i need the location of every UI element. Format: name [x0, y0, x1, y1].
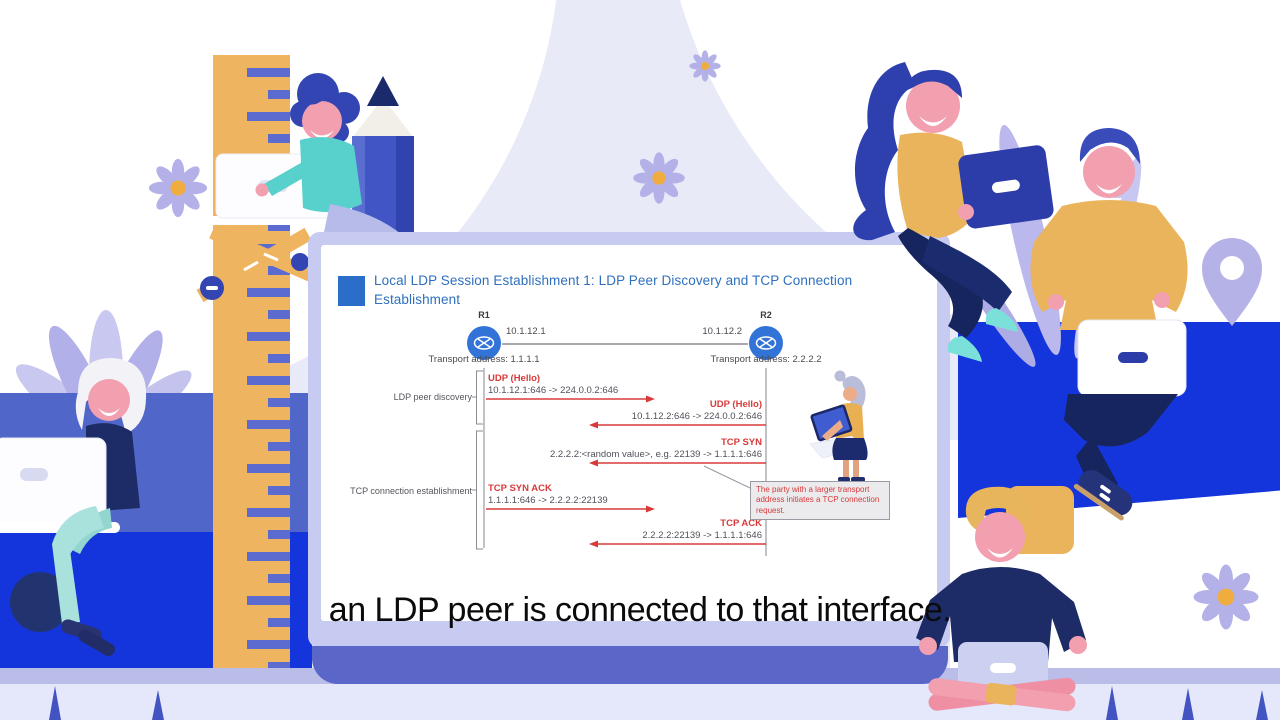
subtitle-caption: an LDP peer is connected to that interfa…	[328, 591, 952, 629]
router-icon	[467, 326, 501, 360]
grass-icon	[49, 686, 1268, 720]
sequence-diagram	[467, 326, 868, 556]
phase-ldp-peer-discovery: LDP peer discovery	[393, 392, 472, 402]
laptop-icon	[1077, 319, 1187, 397]
title-bullet	[338, 276, 365, 306]
laptop-icon	[958, 642, 1048, 696]
monitor-base	[312, 646, 948, 684]
illustration-person-bottom-center	[916, 486, 1087, 712]
message-udp-hello-1-name: UDP (Hello)	[488, 373, 541, 384]
illustration-woman-top-right	[853, 62, 1054, 362]
message-tcp-syn-ack-name: TCP SYN ACK	[488, 483, 552, 494]
message-tcp-syn-detail: 2.2.2.2:<random value>, e.g. 22139 -> 1.…	[549, 449, 762, 460]
router-icon	[749, 326, 783, 360]
r1-transport-address: Transport address: 1.1.1.1	[428, 354, 540, 365]
illustration-woman-in-slide	[809, 370, 868, 482]
message-tcp-ack-detail: 2.2.2.2:22139 -> 1.1.1.1:646	[642, 530, 762, 541]
router-r1-label: R1	[478, 310, 490, 320]
note-callout: The party with a larger transport addres…	[750, 481, 890, 521]
message-udp-hello-1-detail: 10.1.12.1:646 -> 224.0.0.2:646	[488, 385, 619, 396]
phase-tcp-connection-establishment: TCP connection establishment	[350, 486, 472, 496]
illustration-man-top-right	[1030, 128, 1188, 521]
r2-interface-ip: 10.1.12.2	[702, 326, 742, 337]
r1-interface-ip: 10.1.12.1	[506, 326, 546, 337]
message-tcp-ack-name: TCP ACK	[720, 518, 762, 529]
message-udp-hello-2-name: UDP (Hello)	[709, 399, 762, 410]
slide-title: Local LDP Session Establishment 1: LDP P…	[374, 273, 853, 307]
slide: Local LDP Session Establishment 1: LDP P…	[322, 248, 935, 618]
location-pin-icon	[1202, 238, 1262, 326]
r2-transport-address: Transport address: 2.2.2.2	[710, 354, 822, 365]
message-tcp-syn-name: TCP SYN	[720, 437, 762, 448]
illustration-woman-bottom-left	[0, 358, 147, 656]
message-arrows	[486, 398, 766, 545]
message-udp-hello-2-detail: 10.1.12.2:646 -> 224.0.0.2:646	[631, 411, 762, 422]
laptop-icon	[958, 145, 1054, 229]
message-tcp-syn-ack-detail: 1.1.1.1:646 -> 2.2.2.2:22139	[488, 495, 608, 506]
router-r2-label: R2	[760, 310, 772, 320]
